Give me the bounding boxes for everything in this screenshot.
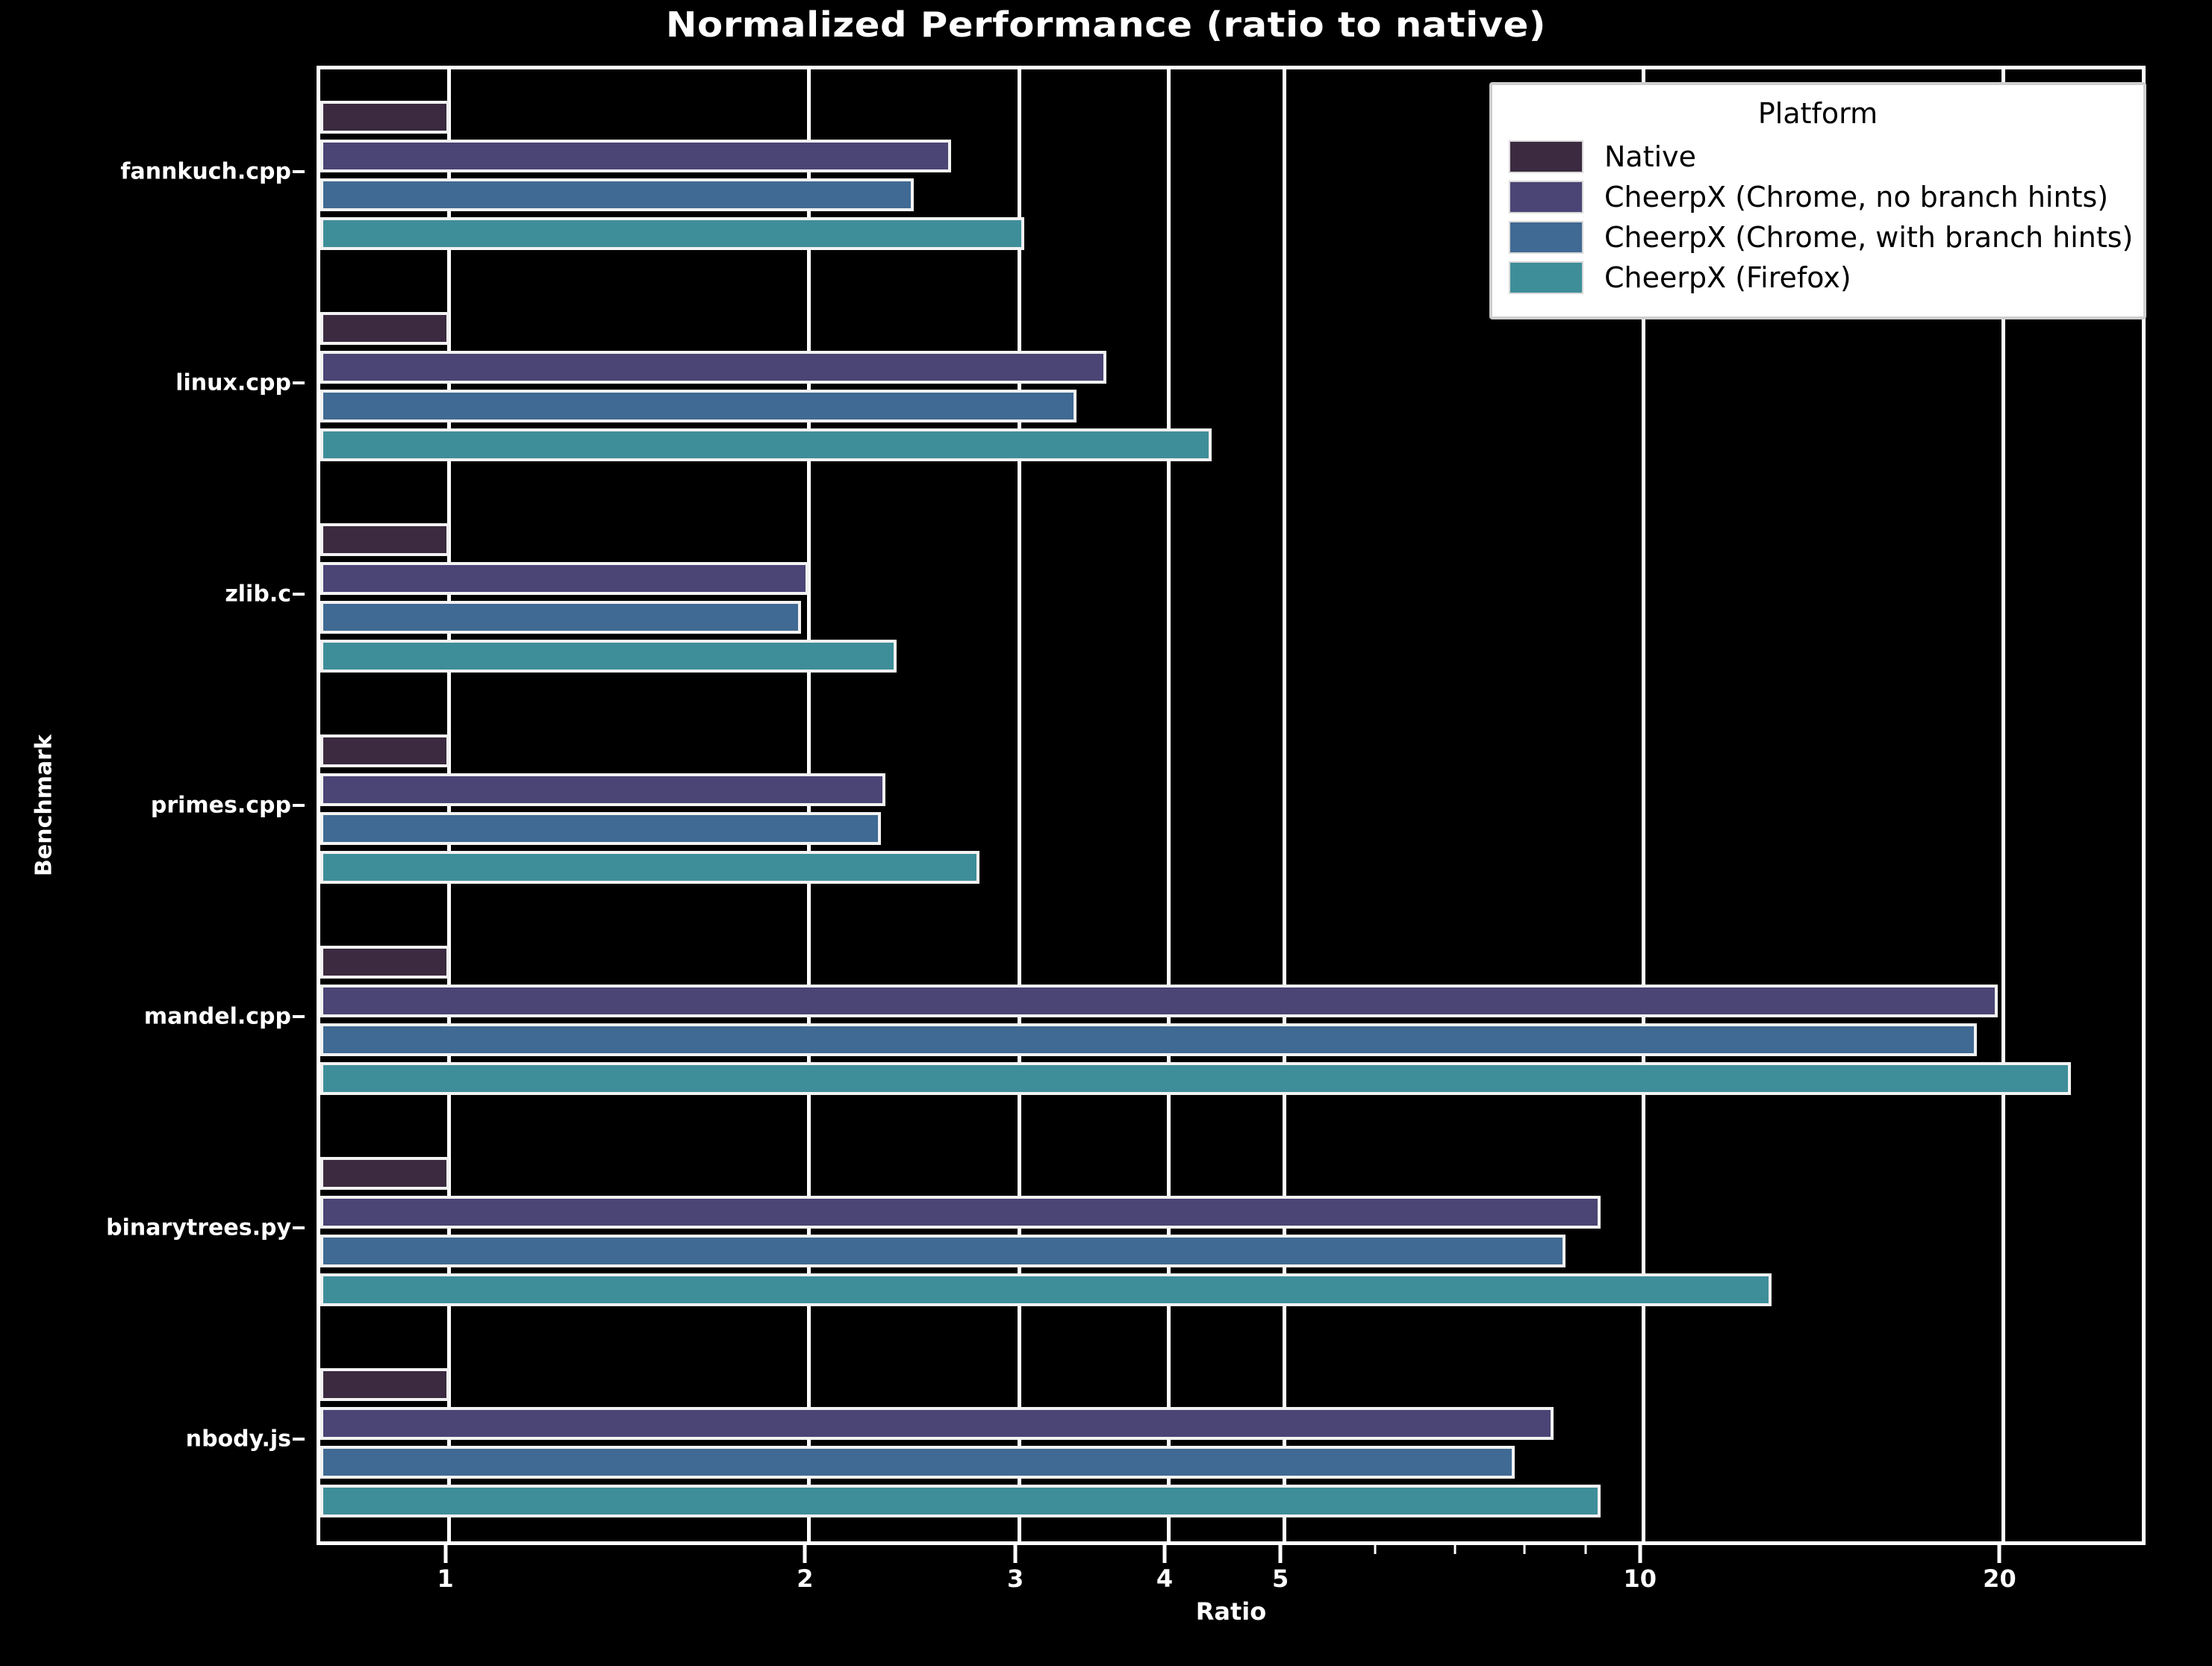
x-minor-tick-mark — [1374, 1545, 1377, 1554]
bar-group — [320, 703, 2142, 914]
legend-swatch-icon — [1509, 221, 1583, 254]
x-tick-label-10: 10 — [1623, 1564, 1657, 1593]
x-tick-label-1: 1 — [437, 1564, 454, 1593]
legend-label: CheerpX (Firefox) — [1604, 261, 1851, 294]
x-tick-mark — [443, 1545, 448, 1563]
x-minor-tick-mark — [1523, 1545, 1526, 1554]
y-tick-mark — [293, 592, 305, 596]
x-axis-title: Ratio — [1195, 1597, 1267, 1626]
legend-swatch-icon — [1509, 261, 1583, 294]
bar[interactable] — [320, 985, 1998, 1018]
x-axis-tick-labels: 1 2 3 4 5 10 20 — [317, 1545, 2146, 1597]
bar[interactable] — [320, 1485, 1601, 1518]
bar[interactable] — [320, 1407, 1554, 1441]
bar[interactable] — [320, 350, 1107, 384]
legend-label: Native — [1604, 140, 1697, 173]
bar[interactable] — [320, 1023, 1977, 1057]
bar[interactable] — [320, 178, 915, 211]
bar[interactable] — [320, 1062, 2072, 1096]
y-tick-label-fannkuch-cpp: fannkuch.cpp — [120, 158, 291, 185]
y-tick-label-nbody-js: nbody.js — [185, 1426, 291, 1453]
y-tick-label-zlib-c: zlib.c — [225, 581, 291, 608]
bar[interactable] — [320, 216, 1025, 250]
bar[interactable] — [320, 428, 1212, 461]
bar[interactable] — [320, 811, 882, 845]
legend-label: CheerpX (Chrome, with branch hints) — [1604, 221, 2134, 254]
bar[interactable] — [320, 773, 886, 806]
gridline-x-3 — [1017, 69, 1021, 1541]
legend-entry[interactable]: CheerpX (Firefox) — [1509, 261, 2127, 294]
x-tick-mark — [1278, 1545, 1283, 1563]
bar[interactable] — [320, 100, 449, 134]
bar[interactable] — [320, 946, 449, 979]
bar[interactable] — [320, 139, 951, 172]
y-tick-mark — [293, 804, 305, 807]
y-tick-label-binarytrees-py: binarytrees.py — [106, 1214, 291, 1241]
bar[interactable] — [320, 561, 809, 595]
x-tick-label-2: 2 — [797, 1564, 814, 1593]
x-tick-label-5: 5 — [1271, 1564, 1289, 1593]
legend-label: CheerpX (Chrome, no branch hints) — [1604, 181, 2109, 213]
bar[interactable] — [320, 1446, 1515, 1479]
y-tick-label-primes-cpp: primes.cpp — [150, 792, 291, 819]
bar[interactable] — [320, 311, 449, 345]
y-axis-title: Benchmark — [31, 734, 57, 876]
bar[interactable] — [320, 389, 1077, 422]
bar[interactable] — [320, 1157, 449, 1191]
legend-title: Platform — [1757, 97, 1878, 130]
bar-group — [320, 1338, 2142, 1549]
bar-group — [320, 492, 2142, 703]
bar-group — [320, 281, 2142, 492]
x-tick-mark — [1638, 1545, 1642, 1563]
legend-swatch-icon — [1509, 140, 1583, 173]
x-tick-mark — [1013, 1545, 1018, 1563]
y-tick-label-mandel-cpp: mandel.cpp — [143, 1003, 291, 1030]
bar[interactable] — [320, 600, 801, 634]
bar[interactable] — [320, 734, 449, 767]
y-tick-mark — [293, 169, 305, 173]
y-tick-mark — [293, 381, 305, 384]
legend-entry[interactable]: CheerpX (Chrome, with branch hints) — [1509, 221, 2133, 254]
y-tick-mark — [293, 1015, 305, 1019]
x-tick-label-4: 4 — [1156, 1564, 1174, 1593]
chart-title: Normalized Performance (ratio to native) — [665, 4, 1547, 45]
y-tick-label-linux-cpp: linux.cpp — [175, 369, 291, 396]
gridline-x-10 — [1642, 69, 1646, 1541]
bar[interactable] — [320, 850, 980, 884]
x-tick-label-3: 3 — [1006, 1564, 1024, 1593]
legend-entry[interactable]: CheerpX (Chrome, no branch hints) — [1509, 181, 2127, 213]
y-axis-tick-labels: Benchmark fannkuch.cpp linux.cpp zlib.c prim… — [0, 66, 317, 1545]
bar[interactable] — [320, 1273, 1772, 1307]
x-tick-mark — [1997, 1545, 2001, 1563]
gridline-x-20 — [2001, 69, 2005, 1541]
bar-group — [320, 69, 2142, 281]
bar[interactable] — [320, 1235, 1565, 1268]
legend-entry[interactable]: Native — [1509, 140, 2127, 173]
y-tick-mark — [293, 1438, 305, 1441]
bar-group — [320, 915, 2142, 1126]
y-tick-mark — [293, 1226, 305, 1230]
x-tick-label-20: 20 — [1983, 1564, 2016, 1593]
bar[interactable] — [320, 522, 449, 556]
legend-swatch-icon — [1509, 181, 1583, 213]
bar-group — [320, 1126, 2142, 1338]
bar[interactable] — [320, 1196, 1601, 1229]
x-tick-mark — [1162, 1545, 1167, 1563]
x-tick-mark — [803, 1545, 807, 1563]
x-minor-tick-mark — [1454, 1545, 1457, 1554]
x-minor-tick-mark — [1584, 1545, 1587, 1554]
gridline-x-4 — [1166, 69, 1171, 1541]
gridline-x-5 — [1282, 69, 1286, 1541]
bar[interactable] — [320, 1368, 449, 1402]
bar[interactable] — [320, 639, 897, 673]
